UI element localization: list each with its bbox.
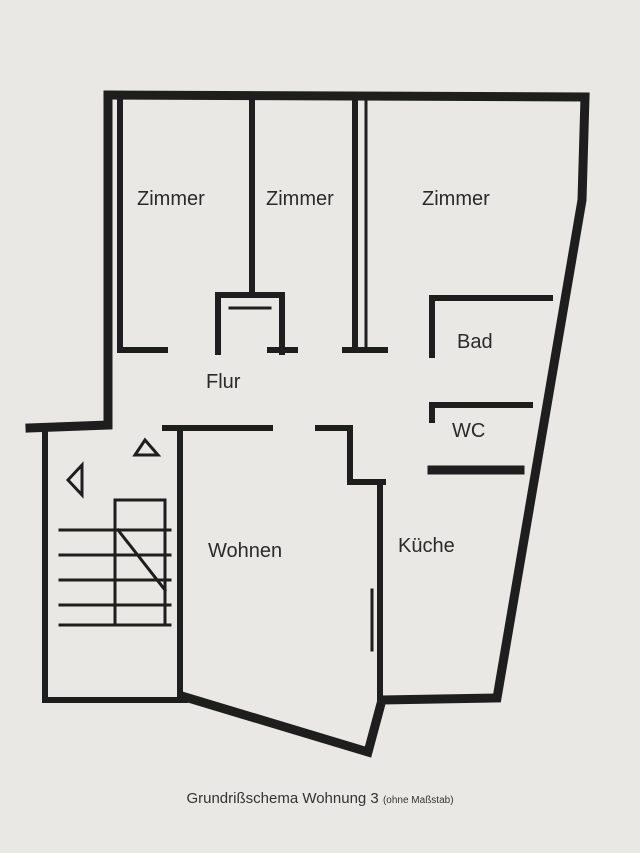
walls [25,90,590,758]
room-label-bad: Bad [457,331,493,353]
room-label-zimmer-1: Zimmer [137,188,205,210]
room-label-flur: Flur [206,371,241,393]
room-label-wc: WC [452,420,485,442]
caption-title: Grundrißschema Wohnung 3 [186,790,379,807]
room-label-zimmer-2: Zimmer [266,188,334,210]
plan-caption: Grundrißschema Wohnung 3 (ohne Maßstab) [0,790,640,807]
caption-note: (ohne Maßstab) [382,795,454,806]
room-label-zimmer-3: Zimmer [422,188,490,210]
room-label-kueche: Küche [398,535,455,557]
room-label-wohnen: Wohnen [208,540,282,562]
